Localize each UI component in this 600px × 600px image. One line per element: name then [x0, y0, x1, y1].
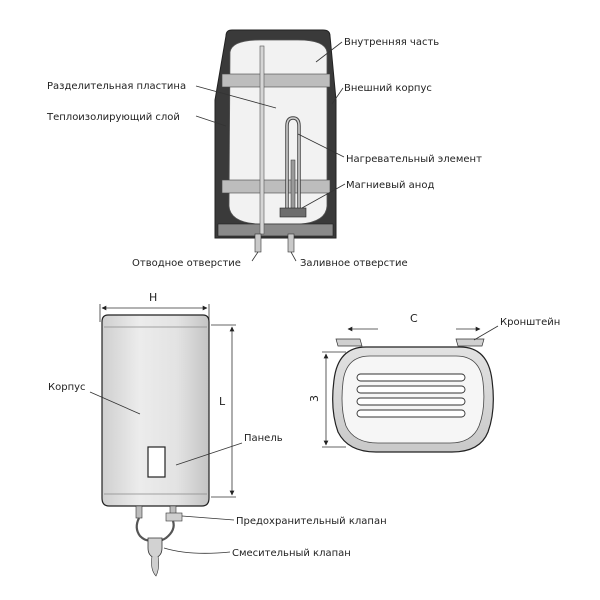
- label-mixing-valve: Смесительный клапан: [232, 548, 351, 559]
- bracket-left: [335, 338, 363, 347]
- leader-safety-valve: [181, 515, 235, 521]
- label-body: Корпус: [48, 382, 86, 393]
- front-view: H L Корпус Панель Предохранительный клап…: [48, 291, 387, 577]
- dimension-h-label: H: [149, 291, 157, 304]
- vent-slot-3: [356, 397, 466, 406]
- flange-assembly: [279, 207, 307, 218]
- label-panel: Панель: [244, 433, 283, 444]
- leader-outlet: [251, 251, 259, 262]
- leader-heating-element: [297, 133, 345, 158]
- vent-slot-4: [356, 409, 466, 418]
- heating-element-inner: [286, 117, 300, 214]
- dimension-l-label: L: [219, 395, 226, 408]
- inlet-pipe: [287, 233, 295, 253]
- mixing-pipes: [135, 517, 175, 542]
- bracket-right: [455, 338, 485, 347]
- safety-valve: [165, 512, 183, 522]
- leader-body: [89, 391, 141, 415]
- upper-bracket-bar: [221, 73, 331, 88]
- label-insulation-layer: Теплоизолирующий слой: [46, 112, 180, 123]
- label-outlet: Отводное отверстие: [132, 258, 241, 269]
- label-inlet: Заливное отверстие: [300, 258, 408, 269]
- leader-inner-tank: [315, 41, 343, 63]
- dimension-height-label: 3: [308, 395, 321, 402]
- label-heating-element: Нагревательный элемент: [346, 154, 482, 165]
- leader-insulation: [195, 115, 227, 127]
- label-bracket: Кронштейн: [500, 317, 560, 328]
- leader-mixing-valve: [163, 547, 231, 554]
- vent-slot-2: [356, 385, 466, 394]
- mixing-valve: [147, 537, 163, 559]
- leader-outer-casing: [331, 87, 344, 105]
- mixing-valve-spout: [151, 555, 159, 577]
- label-safety-valve: Предохранительный клапан: [236, 516, 387, 527]
- label-magnesium-anode: Магниевый анод: [346, 180, 434, 191]
- left-pipe: [135, 505, 143, 519]
- heater-body: [101, 314, 210, 507]
- leader-divider-plate: [195, 85, 277, 109]
- control-panel: [147, 446, 166, 478]
- back-view: C 3 Кронштейн: [308, 312, 560, 453]
- outlet-pipe: [254, 233, 262, 253]
- label-inner-tank: Внутренняя часть: [344, 37, 439, 48]
- inner-tank-shape: [228, 39, 328, 225]
- vent-slot-1: [356, 373, 466, 382]
- leader-inlet: [290, 251, 297, 262]
- dimension-c-gap: [378, 318, 456, 334]
- leader-anode: [301, 183, 346, 209]
- section-diagram: Внутренняя часть Разделительная пластина…: [46, 29, 482, 269]
- dimension-c-label: C: [410, 312, 418, 325]
- label-divider-plate: Разделительная пластина: [47, 81, 186, 92]
- lower-bracket-bar: [221, 179, 331, 194]
- label-outer-casing: Внешний корпус: [344, 83, 432, 94]
- magnesium-anode-shape: [290, 159, 296, 215]
- bottom-flange: [217, 223, 334, 237]
- leader-panel: [175, 442, 243, 466]
- divider-plate-shape: [259, 45, 265, 235]
- leader-bracket: [473, 325, 499, 341]
